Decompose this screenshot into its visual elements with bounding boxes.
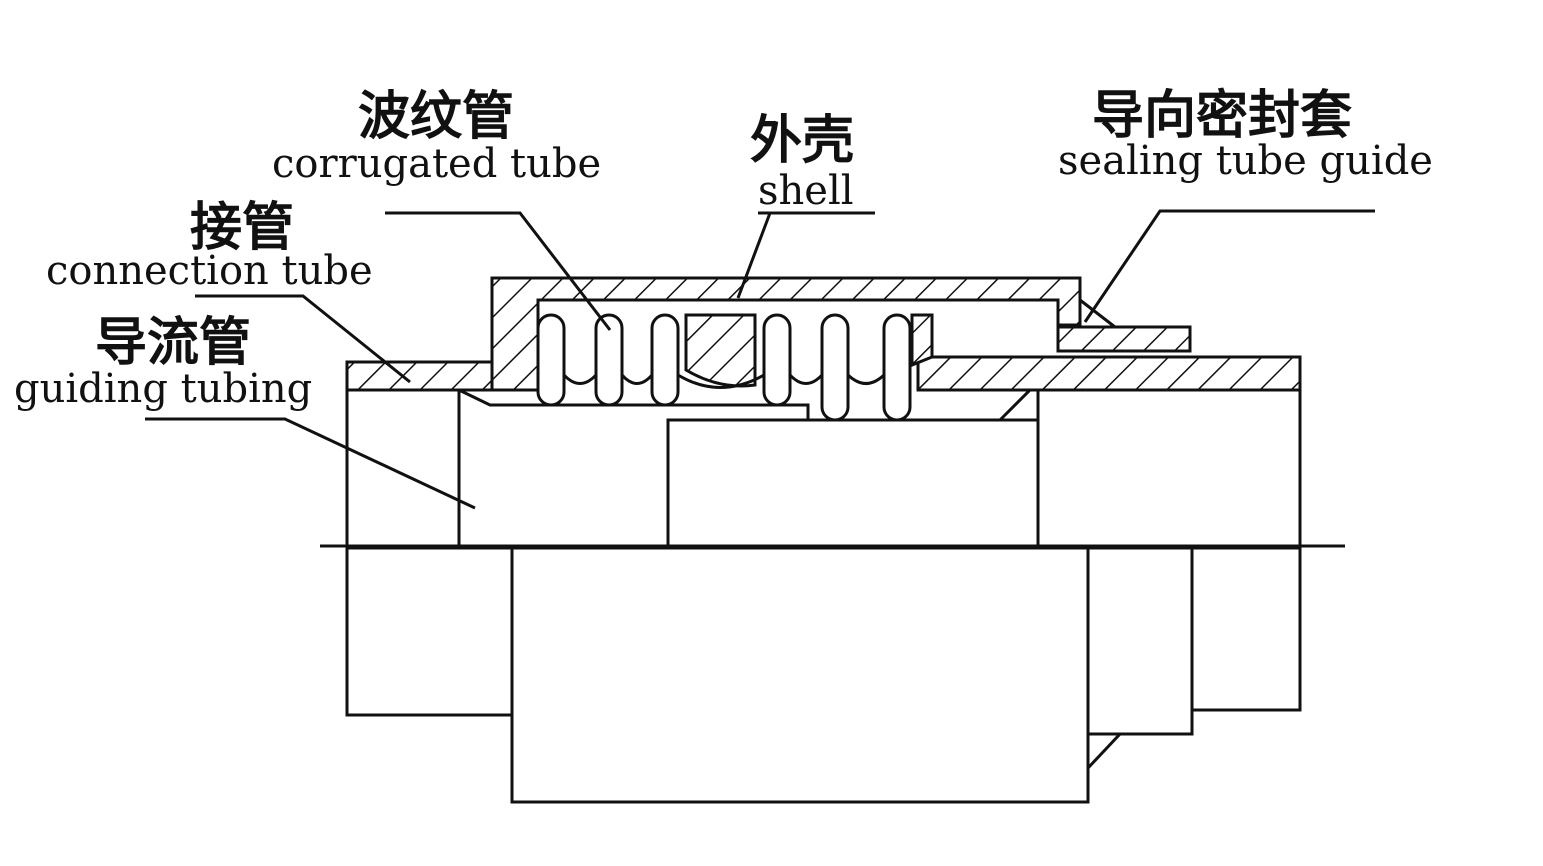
corrugated-tube-en-label: corrugated tube [272,141,601,187]
connection-tube-en-label: connection tube [46,248,373,294]
guiding-tubing-zh-label: 导流管 [95,313,251,373]
right-flange-wall [916,355,1302,392]
left-pipe-lower [345,546,514,717]
shell-zh-label: 外壳 [750,111,854,171]
right-inner-chamfer [996,388,1040,422]
right-sleeve-chamfer [1086,732,1122,770]
shell [490,276,1082,392]
bellows-fold [536,313,566,407]
sealing-tube-guide [1056,325,1192,353]
leader-shell [736,211,875,299]
leader-corrugated-tube [385,211,612,331]
corrugated-tube-zh-label: 波纹管 [358,87,514,147]
sealing-tube-guide-zh-label: 导向密封套 [1092,86,1352,146]
leader-guiding-tubing [145,417,476,510]
guide-bevel [1079,298,1116,329]
center-pipe-lower [510,546,1090,804]
bellows-fold [594,313,624,407]
right-sleeve-lower [1086,546,1194,736]
right-pipe-upper [1036,388,1302,550]
inner-pipe-upper [666,418,1040,550]
bellows-wave-line [562,373,886,389]
shell-en-label: shell [758,168,854,214]
bellows-hatched-segment [684,313,757,388]
bellows-fold [882,313,912,422]
corrugated-tube [536,313,934,422]
connection-tube-zh-label: 接管 [190,198,294,258]
guiding-tubing-en-label: guiding tubing [14,366,312,412]
leader-connection-tube [195,294,411,384]
connection-tube-body [345,388,461,550]
sealing-tube-guide-en-label: sealing tube guide [1058,138,1433,184]
connection-tube-wall [345,360,499,392]
bellows-fold [820,313,850,422]
bellows-end-ring [910,313,934,368]
right-pipe-lower [1190,546,1302,712]
bellows-fold [762,313,792,407]
bellows-fold [650,313,680,407]
leader-sealing-tube-guide [1083,209,1375,323]
